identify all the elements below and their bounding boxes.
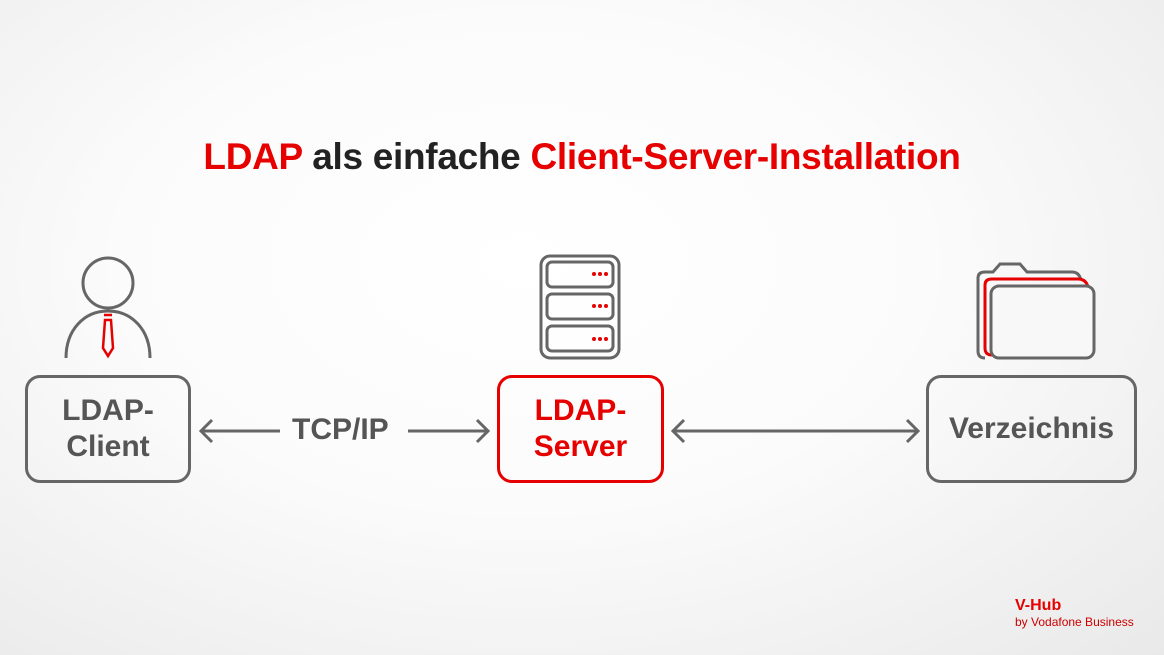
user-icon xyxy=(64,256,152,359)
client-server-arrow xyxy=(198,418,491,444)
client-label-line2: Client xyxy=(66,430,150,463)
client-label-line1: LDAP- xyxy=(62,394,154,427)
brand-logo: V-Hub by Vodafone Business xyxy=(1015,597,1134,630)
brand-name: V-Hub xyxy=(1015,597,1062,614)
tcp-ip-label: TCP/IP xyxy=(292,413,389,446)
directory-box: Verzeichnis xyxy=(926,375,1137,483)
brand-tagline: by Vodafone Business xyxy=(1015,615,1134,629)
server-directory-arrow xyxy=(670,418,921,444)
title-ldap: LDAP xyxy=(203,136,303,177)
folder-icon xyxy=(976,262,1096,360)
diagram-title: LDAP als einfache Client-Server-Installa… xyxy=(0,136,1164,178)
directory-label: Verzeichnis xyxy=(948,412,1115,445)
server-label-line2: Server xyxy=(533,430,628,463)
ldap-client-box: LDAP-Client xyxy=(25,375,191,483)
server-label-line1: LDAP- xyxy=(534,394,627,427)
title-installation: Client-Server-Installation xyxy=(530,136,961,177)
server-icon xyxy=(539,254,621,360)
ldap-server-box: LDAP-Server xyxy=(497,375,664,483)
title-middle: als einfache xyxy=(302,136,531,177)
